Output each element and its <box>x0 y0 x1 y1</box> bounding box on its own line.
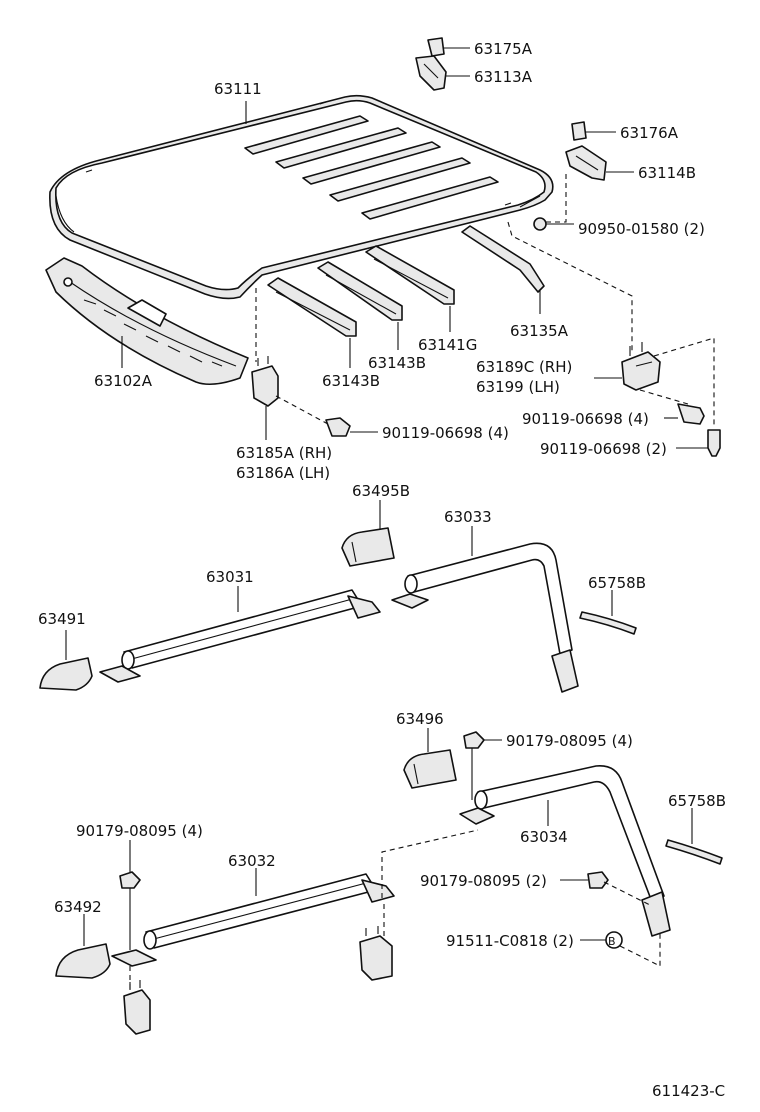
clip-63114B <box>565 145 607 181</box>
clip-63176A <box>571 121 587 141</box>
diagram-code: 611423-C <box>652 1082 725 1100</box>
clip-63113A <box>415 55 447 91</box>
label-90179-upper: 90179-08095 (4) <box>506 732 633 750</box>
label-63491: 63491 <box>38 610 86 628</box>
bracket-lower-right <box>359 926 393 981</box>
label-63496: 63496 <box>396 710 444 728</box>
label-65758B-lower: 65758B <box>668 792 726 810</box>
bolt-90119-rh-2 <box>707 429 721 457</box>
bracket-lower-left <box>123 980 151 1035</box>
bolt-90119-rh-4 <box>677 403 705 425</box>
grommet-90950 <box>533 217 547 231</box>
label-63176A: 63176A <box>620 124 679 142</box>
roll-bar-63034 <box>459 765 671 937</box>
label-63034: 63034 <box>520 828 568 846</box>
label-63175A: 63175A <box>474 40 533 58</box>
label-90950-01580: 90950-01580 (2) <box>578 220 705 238</box>
label-90119-rh-2: 90119-06698 (2) <box>540 440 667 458</box>
label-90179-2: 90179-08095 (2) <box>420 872 547 890</box>
label-91511: 91511-C0818 (2) <box>446 932 574 950</box>
label-63141G: 63141G <box>418 336 477 354</box>
label-63199: 63199 (LH) <box>476 378 560 396</box>
roll-bar-63032 <box>111 873 395 967</box>
label-63135A: 63135A <box>510 322 569 340</box>
roof-panel <box>49 94 554 300</box>
cover-63496 <box>403 749 457 789</box>
label-63033: 63033 <box>444 508 492 526</box>
label-63185A: 63185A (RH) <box>236 444 332 462</box>
roll-bar-63033 <box>391 542 579 693</box>
roof-bows <box>267 225 545 337</box>
nut-90179-upper <box>463 731 485 749</box>
clip-63175A <box>427 37 445 57</box>
label-63111: 63111 <box>214 80 262 98</box>
label-63113A: 63113A <box>474 68 533 86</box>
bracket-63185A <box>251 356 279 407</box>
label-63143B-upper: 63143B <box>368 354 426 372</box>
nut-90179-2 <box>587 871 609 889</box>
label-63143B-lower: 63143B <box>322 372 380 390</box>
label-63189C: 63189C (RH) <box>476 358 572 376</box>
label-63114B: 63114B <box>638 164 696 182</box>
weatherstrip-65758B-lower <box>665 839 723 865</box>
roll-bar-63031 <box>99 589 381 683</box>
nut-90179-left <box>119 871 141 889</box>
cover-63495B <box>341 527 395 567</box>
label-63032: 63032 <box>228 852 276 870</box>
label-63031: 63031 <box>206 568 254 586</box>
label-65758B-upper: 65758B <box>588 574 646 592</box>
label-63102A: 63102A <box>94 372 153 390</box>
label-90119-rh-4: 90119-06698 (4) <box>522 410 649 428</box>
end-cap-63491 <box>39 657 93 691</box>
bracket-63189C <box>621 342 661 391</box>
marker-b-letter: B <box>608 935 616 948</box>
front-header-rail <box>45 257 249 386</box>
label-63186A: 63186A (LH) <box>236 464 330 482</box>
bolt-90119-lh <box>325 417 351 437</box>
label-90119-lh-4: 90119-06698 (4) <box>382 424 509 442</box>
weatherstrip-65758B-upper <box>579 611 637 635</box>
label-63492: 63492 <box>54 898 102 916</box>
label-90179-left: 90179-08095 (4) <box>76 822 203 840</box>
end-cap-63492 <box>55 943 111 979</box>
label-63495B: 63495B <box>352 482 410 500</box>
